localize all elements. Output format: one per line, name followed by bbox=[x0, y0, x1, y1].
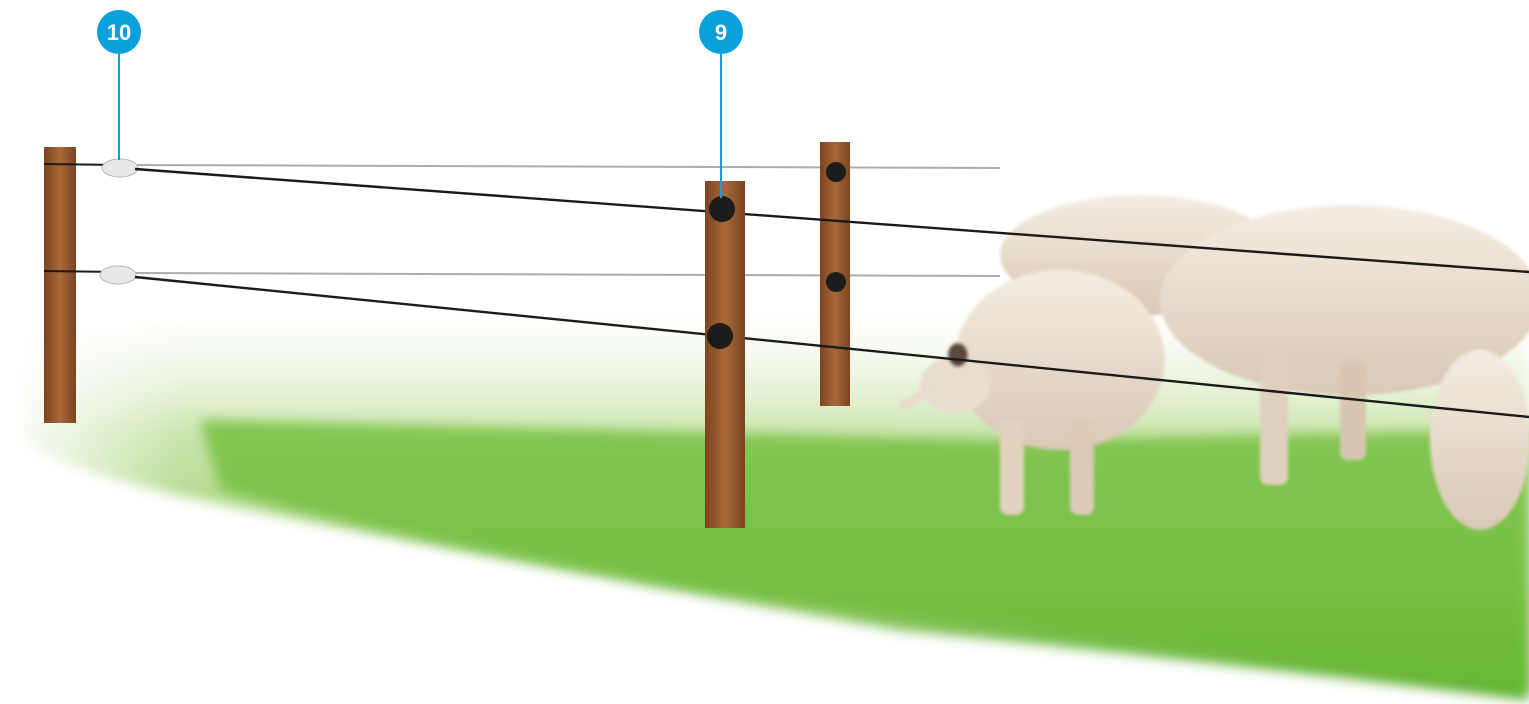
line-insulator-icon bbox=[826, 162, 846, 182]
end-insulator-icon bbox=[102, 159, 138, 177]
end-insulator-icon bbox=[100, 266, 136, 284]
callout-number: 10 bbox=[107, 20, 131, 45]
callout-number: 9 bbox=[715, 20, 727, 45]
fence-post-front bbox=[705, 181, 745, 528]
line-insulator-icon bbox=[826, 272, 846, 292]
line-insulator-icon bbox=[709, 196, 735, 222]
callout-badge-9: 9 bbox=[699, 10, 743, 54]
line-insulator-icon bbox=[707, 323, 733, 349]
callout-badge-10: 10 bbox=[97, 10, 141, 54]
